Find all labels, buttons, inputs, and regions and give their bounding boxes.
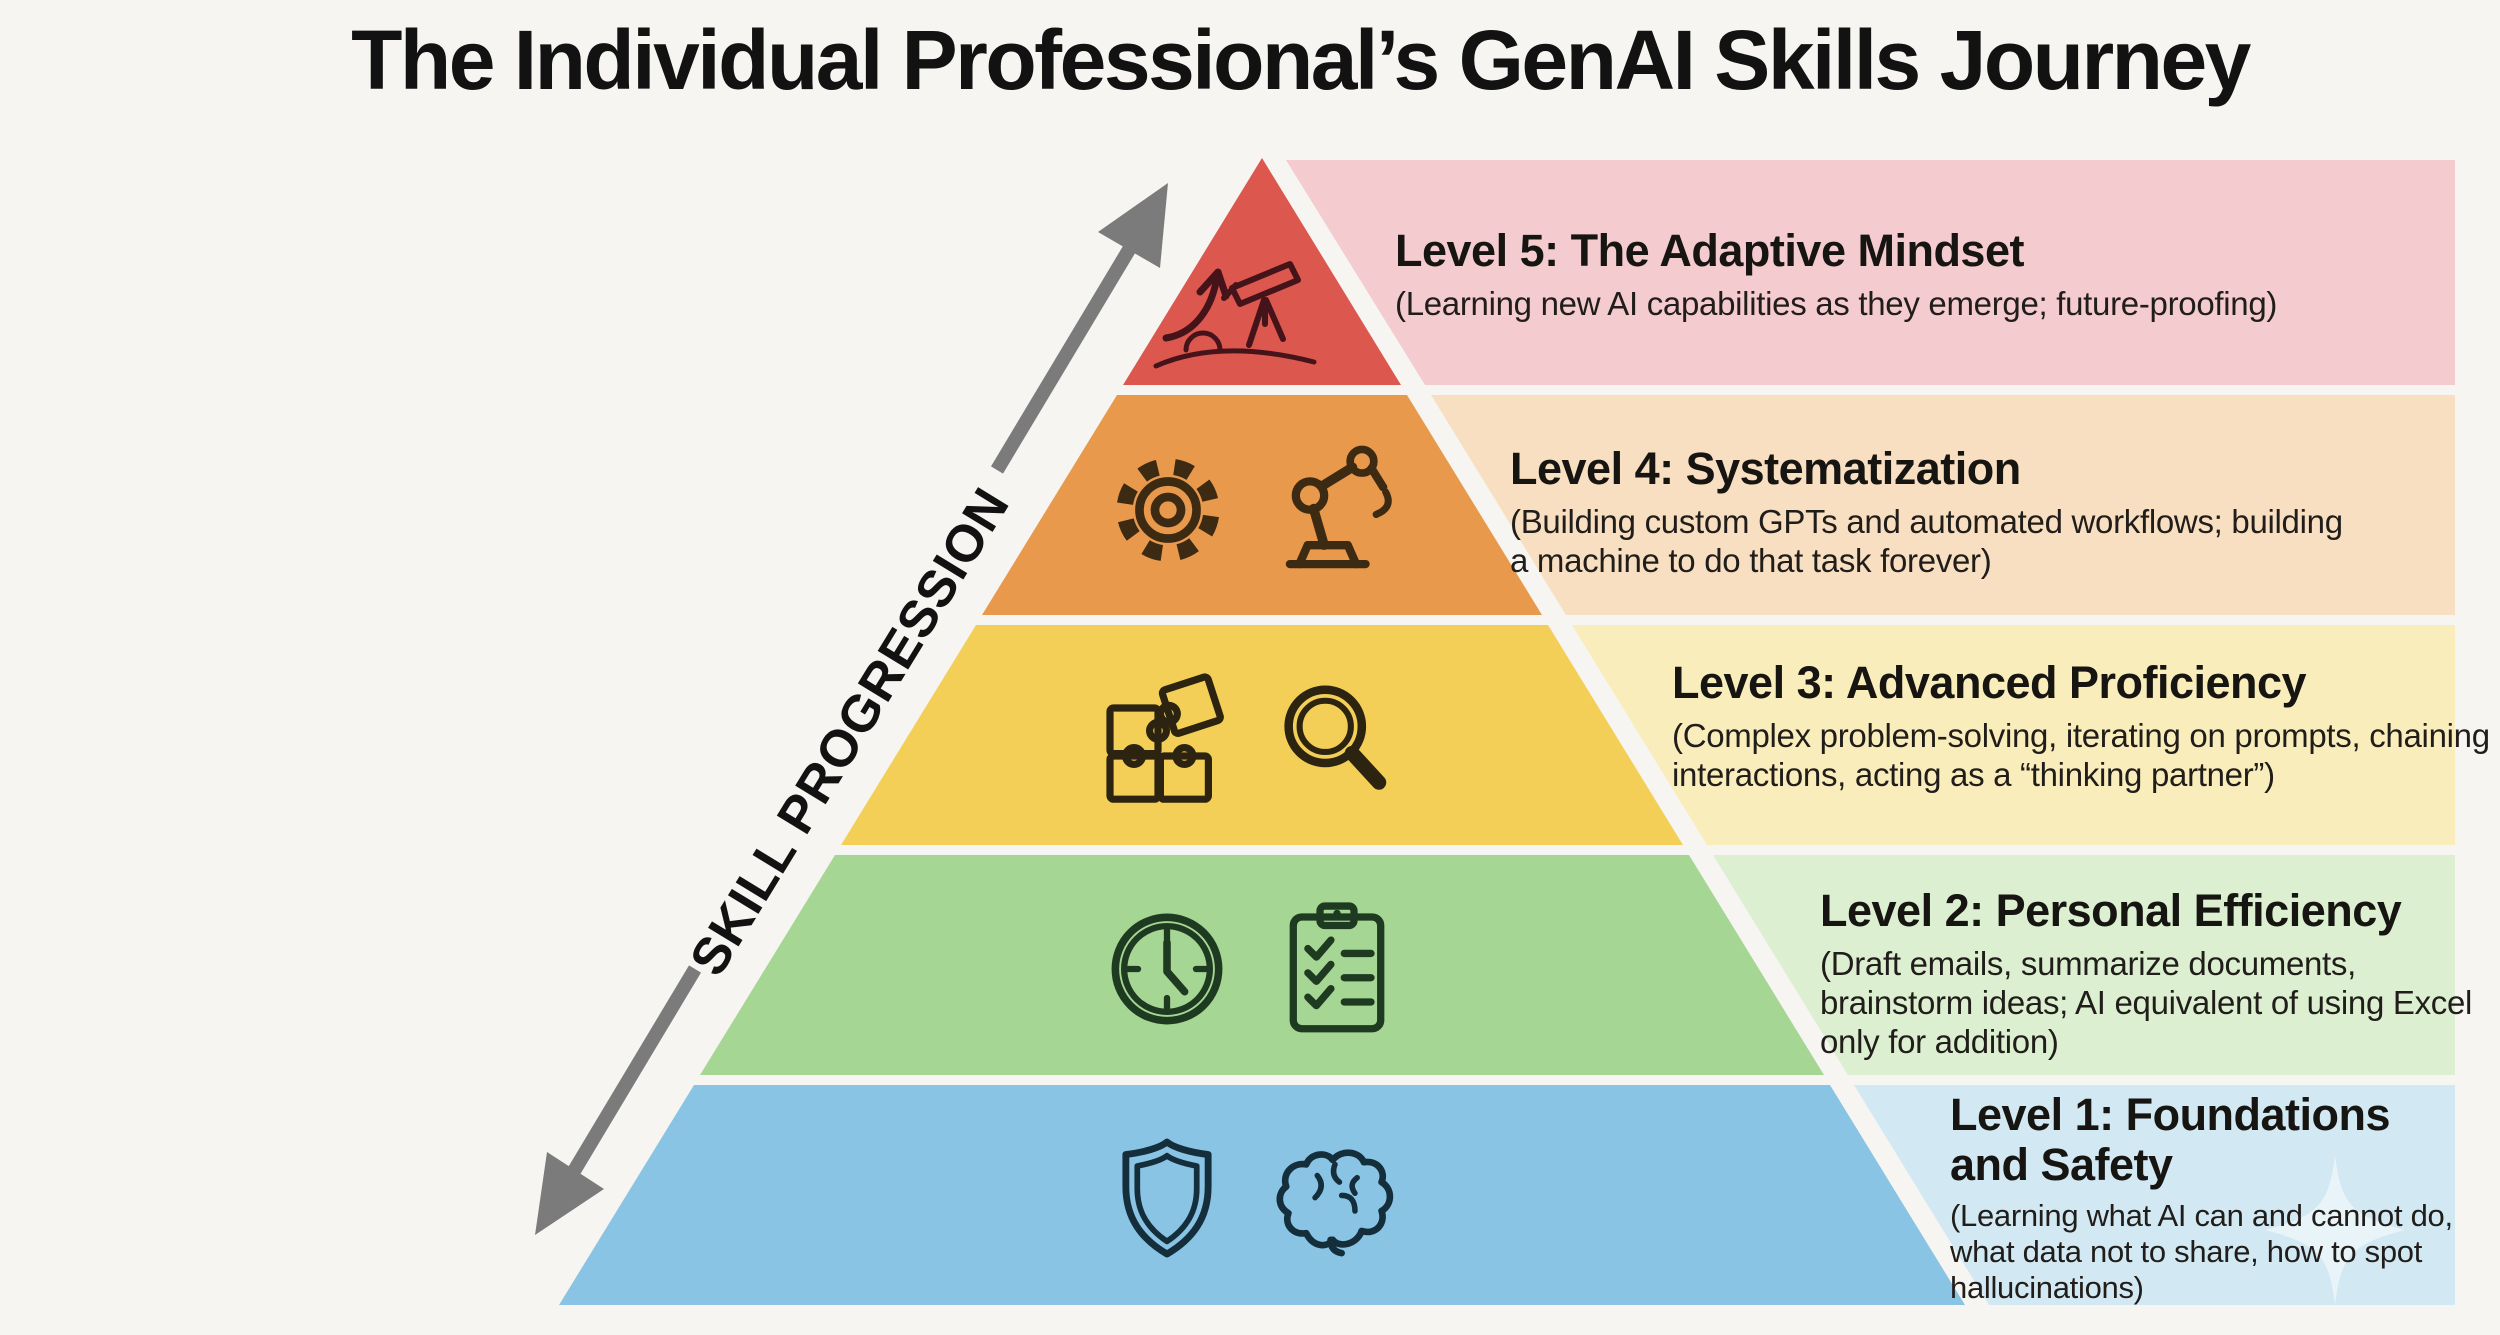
band-level-3	[1572, 625, 2455, 845]
level-4-text: Level 4: Systematization (Building custo…	[1510, 443, 2350, 581]
adaptive-mindset-icons	[1152, 238, 1362, 383]
level-5-description: (Learning new AI capabilities as they em…	[1395, 285, 2278, 323]
magnifying-glass-icon	[1274, 680, 1396, 802]
level-3-heading: Level 3: Advanced Proficiency	[1672, 657, 2307, 708]
level-2-description: (Draft emails, summarize documents, brai…	[1820, 945, 2473, 1061]
puzzle-pieces-icon	[1098, 672, 1236, 810]
robot-arm-icon	[1270, 440, 1402, 570]
level-3-text: Level 3: Advanced Proficiency (Complex p…	[1672, 657, 2500, 795]
level-2-text: Level 2: Personal Efficiency (Draft emai…	[1820, 885, 2500, 1062]
band-level-2	[1713, 855, 2455, 1075]
level-1-heading: Level 1: Foundations and Safety	[1950, 1089, 2391, 1191]
level-5-text: Level 5: The Adaptive Mindset (Learning …	[1395, 225, 2278, 324]
band-level-1	[1854, 1085, 2455, 1305]
arrowhead-down-icon	[535, 1152, 604, 1235]
pyramid-level-2-segment	[700, 855, 1824, 1075]
level-1-text: Level 1: Foundations and Safety (Learnin…	[1950, 1089, 2500, 1306]
level-4-description: (Building custom GPTs and automated work…	[1510, 503, 2343, 580]
brain-icon	[1266, 1140, 1404, 1262]
level-1-description: (Learning what AI can and cannot do, wha…	[1950, 1197, 2453, 1305]
sparkle-watermark	[2265, 1155, 2405, 1305]
skill-progression-arrow	[535, 183, 1168, 1235]
pyramid-level-4-segment	[982, 395, 1542, 615]
arrowhead-up-icon	[1098, 183, 1168, 268]
pyramid-level-3-segment	[841, 625, 1683, 845]
level-4-heading: Level 4: Systematization	[1510, 443, 2021, 494]
telescope-icon	[1221, 261, 1301, 348]
gear-icon	[1106, 448, 1230, 572]
pyramid-level-1-segment	[559, 1085, 1965, 1305]
level-2-heading: Level 2: Personal Efficiency	[1820, 885, 2402, 936]
page-title: The Individual Professional’s GenAI Skil…	[351, 13, 2251, 107]
level-5-heading: Level 5: The Adaptive Mindset	[1395, 225, 2024, 276]
clock-icon	[1104, 906, 1230, 1032]
level-3-description: (Complex problem-solving, iterating on p…	[1672, 717, 2490, 794]
checklist-clipboard-icon	[1274, 900, 1400, 1036]
shield-icon	[1106, 1134, 1228, 1262]
band-level-4	[1431, 395, 2455, 615]
horizon-hill-icon	[1153, 330, 1317, 369]
band-level-5	[1286, 160, 2455, 385]
curved-growth-arrow-icon	[1162, 268, 1230, 342]
